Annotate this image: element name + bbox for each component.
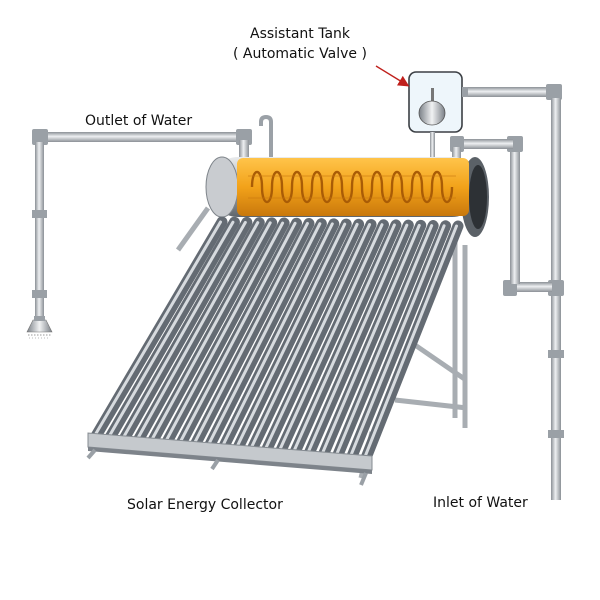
vacuum-tube-highlight bbox=[291, 223, 396, 454]
vacuum-tube-highlight bbox=[107, 220, 235, 439]
vacuum-tube-highlight bbox=[334, 224, 434, 458]
vacuum-tube-highlight bbox=[306, 223, 409, 455]
vacuum-tube-highlight bbox=[135, 221, 260, 441]
vacuum-tube-highlight bbox=[348, 224, 446, 459]
inlet-pipe bbox=[450, 84, 564, 500]
vacuum-tube-highlight bbox=[277, 223, 384, 453]
heating-coil bbox=[250, 170, 454, 204]
automatic-valve-label: ( Automatic Valve ) bbox=[233, 46, 367, 62]
vacuum-tube-highlight bbox=[363, 224, 458, 460]
assistant-tank-label: Assistant Tank bbox=[250, 26, 351, 42]
outlet-pipe bbox=[32, 129, 252, 320]
vacuum-tube-highlight bbox=[206, 222, 322, 447]
shower-head-icon bbox=[26, 316, 53, 339]
vacuum-tube-highlight bbox=[149, 221, 272, 443]
vacuum-tube-highlight bbox=[121, 220, 247, 440]
vacuum-tube-highlight bbox=[178, 221, 297, 445]
solar-energy-collector-label: Solar Energy Collector bbox=[127, 497, 283, 513]
collector-bottom-frame bbox=[86, 206, 373, 486]
assistant-tank bbox=[408, 71, 468, 160]
water-tank bbox=[205, 156, 489, 237]
vacuum-tube-highlight bbox=[249, 222, 359, 451]
vacuum-tube-highlight bbox=[220, 222, 334, 448]
pointer-arrow bbox=[375, 65, 410, 87]
outlet-of-water-label: Outlet of Water bbox=[85, 113, 193, 129]
vent-hook-pipe bbox=[259, 114, 273, 162]
vacuum-tube-highlight bbox=[320, 223, 421, 457]
vacuum-tube-highlight bbox=[235, 222, 347, 450]
vacuum-tube-highlight bbox=[93, 220, 222, 438]
vacuum-tube-array bbox=[90, 216, 464, 464]
vacuum-tube-highlight bbox=[164, 221, 285, 444]
vacuum-tube-highlight bbox=[263, 223, 372, 452]
vacuum-tube-highlight bbox=[192, 221, 309, 446]
inlet-of-water-label: Inlet of Water bbox=[433, 495, 528, 511]
